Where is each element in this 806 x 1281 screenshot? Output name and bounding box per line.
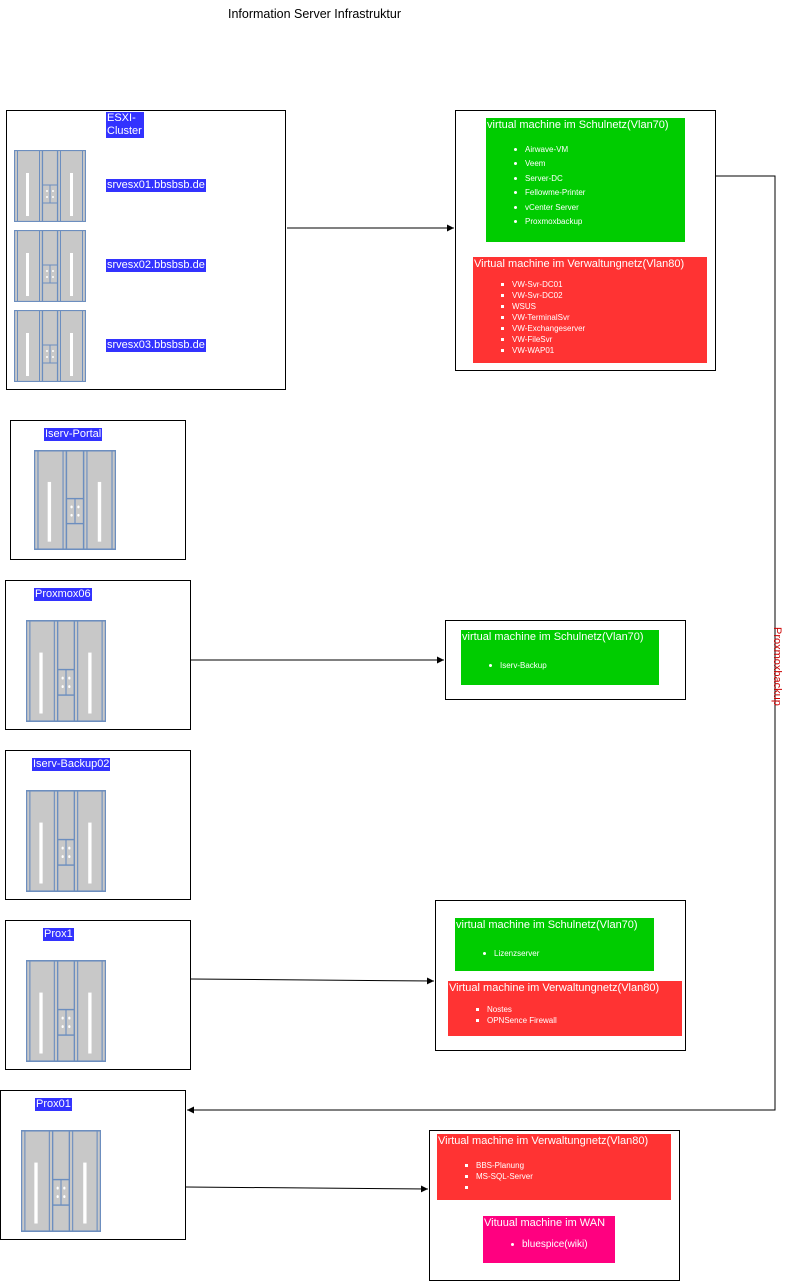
esxi-verwaltung-vm-group: Virtual machine im Verwaltungnetz(Vlan80… — [473, 257, 707, 363]
vm-item: OPNSence Firewall — [473, 1015, 682, 1026]
prox1-label: Prox1 — [43, 928, 74, 941]
esxi-host-label: srvesx03.bbsbsb.de — [106, 339, 206, 352]
proxmoxbackup-edge-label: Proxmoxbackup — [771, 627, 783, 706]
proxmox06-schulnetz-vm-group: virtual machine im Schulnetz(Vlan70) Ise… — [461, 630, 659, 685]
prox01-wan-vm-group: Vituual machine im WAN bluespice(wiki) — [483, 1216, 615, 1263]
diagram-title: Information Server Infrastruktur — [228, 7, 401, 21]
esxi-schulnetz-vm-group: virtual machine im Schulnetz(Vlan70) Air… — [486, 118, 685, 242]
prox1-schulnetz-vm-group: virtual machine im Schulnetz(Vlan70) Liz… — [455, 918, 654, 971]
vm-item: vCenter Server — [511, 201, 685, 215]
vm-item: VW-Exchangeserver — [498, 323, 707, 334]
vm-item: VW-TerminalSvr — [498, 312, 707, 323]
vm-item: VW-Svr-DC01 — [498, 279, 707, 290]
prox01-to-vm-arrow — [185, 1185, 429, 1193]
vm-item: VW-Svr-DC02 — [498, 290, 707, 301]
vm-group-title: virtual machine im Schulnetz(Vlan70) — [456, 919, 638, 931]
proxmox06-label: Proxmox06 — [34, 588, 92, 601]
vm-item: BBS-Planung — [462, 1160, 671, 1171]
esxi-host-label: srvesx02.bbsbsb.de — [106, 259, 206, 272]
vm-item: Lizenzserver — [480, 947, 654, 961]
vm-item: VW-WAP01 — [498, 345, 707, 356]
vm-group-title: Virtual machine im Verwaltungnetz(Vlan80… — [438, 1135, 649, 1147]
vm-item: WSUS — [498, 301, 707, 312]
prox1-to-vm-arrow — [190, 977, 435, 985]
vm-item: Proxmoxbackup — [511, 215, 685, 229]
prox01-label: Prox01 — [35, 1098, 72, 1111]
prox01-verwaltung-vm-group: Virtual machine im Verwaltungnetz(Vlan80… — [437, 1134, 671, 1200]
vm-group-title: Virtual machine im Verwaltungnetz(Vlan80… — [474, 258, 685, 270]
iserv-portal-label: Iserv-Portal — [44, 428, 103, 441]
vm-item: Nostes — [473, 1004, 682, 1015]
vm-group-title: Vituual machine im WAN — [484, 1217, 606, 1229]
vm-group-title: virtual machine im Schulnetz(Vlan70) — [487, 119, 669, 131]
vm-item: bluespice(wiki) — [508, 1238, 615, 1252]
iserv-backup02-label: Iserv-Backup02 — [32, 758, 111, 771]
esxi-cluster-label: ESXI- Cluster — [106, 112, 144, 138]
vm-item — [462, 1182, 671, 1193]
vm-item: Veem — [511, 157, 685, 171]
vm-item: VW-FileSvr — [498, 334, 707, 345]
vm-item: MS-SQL-Server — [462, 1171, 671, 1182]
vm-item: Airwave-VM — [511, 143, 685, 157]
vm-group-title: Virtual machine im Verwaltungnetz(Vlan80… — [449, 982, 660, 994]
vm-item: Server-DC — [511, 172, 685, 186]
esxi-host-label: srvesx01.bbsbsb.de — [106, 179, 206, 192]
proxmoxbackup-edge — [187, 175, 776, 1114]
prox1-verwaltung-vm-group: Virtual machine im Verwaltungnetz(Vlan80… — [448, 981, 682, 1036]
vm-item: Iserv-Backup — [486, 659, 659, 673]
vm-group-title: virtual machine im Schulnetz(Vlan70) — [462, 631, 644, 643]
vm-item: Fellowme-Printer — [511, 186, 685, 200]
